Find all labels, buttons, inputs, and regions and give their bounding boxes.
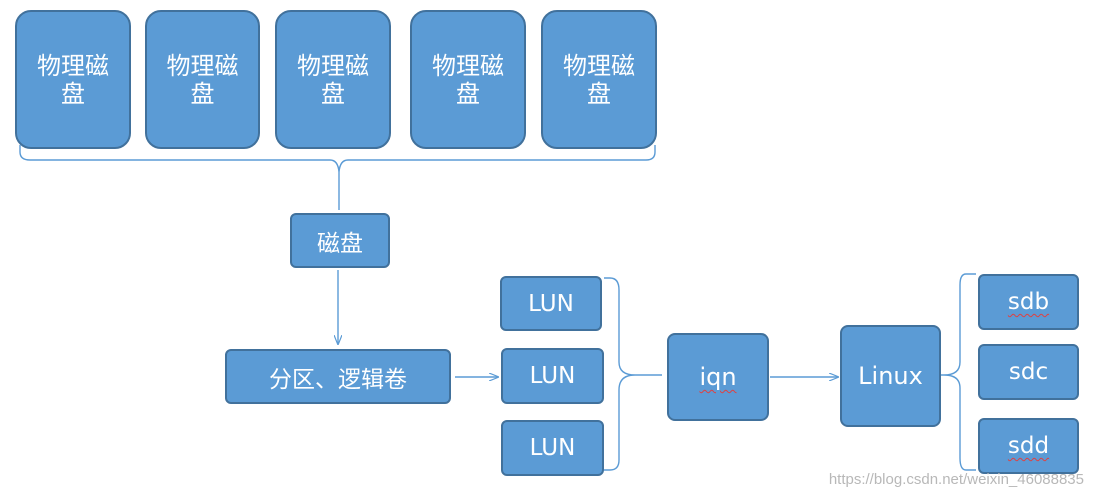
device-label-sdc: sdc (1008, 359, 1049, 385)
linux-box: Linux (840, 325, 941, 427)
device-box-sdb: sdb (978, 274, 1079, 330)
partition-logical-volume-box: 分区、逻辑卷 (225, 349, 451, 404)
iqn-box: iqn (667, 333, 769, 421)
physical-disk-2: 物理磁盘 (145, 10, 260, 149)
device-brace (940, 273, 976, 471)
device-box-sdc: sdc (978, 344, 1079, 400)
physical-disk-5: 物理磁盘 (541, 10, 657, 149)
lun-brace (604, 277, 662, 471)
device-box-sdd: sdd (978, 418, 1079, 474)
disk-box: 磁盘 (290, 213, 390, 268)
iqn-label: iqn (699, 363, 737, 391)
lun-box-1: LUN (500, 276, 602, 331)
device-label-sdb: sdb (1007, 289, 1050, 315)
physical-disks-brace (19, 145, 656, 210)
physical-disk-3: 物理磁盘 (275, 10, 391, 149)
lun-box-3: LUN (501, 420, 604, 476)
device-label-sdd: sdd (1007, 433, 1050, 459)
lun-box-2: LUN (501, 348, 604, 404)
watermark-url: https://blog.csdn.net/weixin_46088835 (828, 471, 1084, 488)
physical-disk-4: 物理磁盘 (410, 10, 526, 149)
physical-disk-1: 物理磁盘 (15, 10, 131, 149)
